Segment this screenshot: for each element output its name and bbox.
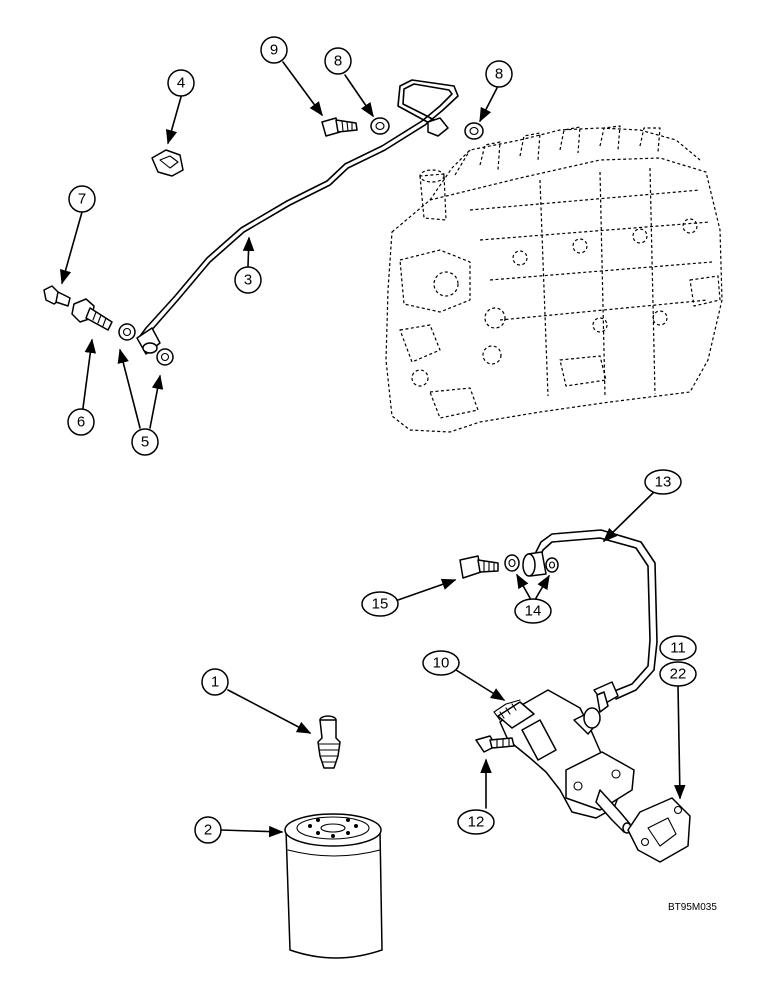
callout-3: 3 — [234, 266, 262, 294]
sealing-washer-5b — [156, 348, 174, 366]
fitting-7 — [43, 285, 71, 307]
callout-label-1: 1 — [211, 674, 219, 691]
callout-label-15: 15 — [372, 596, 389, 613]
callout-label-12: 12 — [468, 814, 485, 831]
sealing-washer-5a — [118, 323, 136, 341]
callout-label-2: 2 — [204, 822, 212, 839]
fuel-pipe-13 — [535, 529, 658, 713]
clamp-4 — [151, 149, 184, 177]
fuel-transfer-pump-10 — [493, 689, 635, 834]
fuel-pipe-3 — [136, 79, 459, 355]
callout-label-5: 5 — [141, 434, 149, 451]
callout-label-9: 9 — [270, 42, 278, 59]
callout-4: 4 — [167, 69, 195, 97]
callout-22: 22 — [659, 661, 697, 687]
callout-5: 5 — [131, 428, 159, 456]
banjo-bolt-9 — [321, 117, 358, 137]
callout-label-8a: 8 — [334, 53, 342, 70]
injection-pump — [385, 125, 723, 433]
gasket-11 — [627, 797, 691, 863]
callout-15: 15 — [361, 591, 399, 617]
callout-label-3: 3 — [244, 272, 252, 289]
banjo-fitting — [522, 551, 547, 577]
callout-8a: 8 — [324, 47, 352, 75]
callout-label-22: 22 — [670, 666, 687, 683]
callout-label-4: 4 — [177, 75, 185, 92]
leader-lines — [59, 61, 686, 838]
callout-label-8b: 8 — [495, 66, 503, 83]
callout-2: 2 — [194, 816, 222, 844]
callout-label-11: 11 — [670, 640, 686, 657]
callout-label-10: 10 — [433, 655, 450, 672]
filter-adapter-1 — [317, 715, 341, 769]
callout-8b: 8 — [485, 60, 513, 88]
callout-11: 11 — [659, 635, 697, 661]
callout-10: 10 — [422, 650, 460, 676]
callout-label-7: 7 — [78, 191, 86, 208]
callout-7: 7 — [68, 185, 96, 213]
callout-6: 6 — [67, 408, 95, 436]
callout-12: 12 — [457, 809, 495, 835]
sealing-washer-8a — [370, 117, 390, 135]
sealing-washers-14 — [504, 554, 559, 573]
sealing-washer-8b — [464, 122, 484, 140]
callout-9: 9 — [260, 36, 288, 64]
callout-14: 14 — [514, 598, 552, 624]
callout-1: 1 — [201, 668, 229, 696]
banjo-bolt-15 — [459, 555, 499, 579]
callout-label-14: 14 — [525, 603, 542, 620]
figure-reference: BT95M035 — [668, 902, 717, 913]
callout-label-6: 6 — [77, 414, 85, 431]
fuel-filter-2 — [284, 813, 383, 959]
banjo-bolt-6 — [71, 298, 113, 331]
callout-13: 13 — [644, 469, 682, 495]
callout-label-13: 13 — [655, 474, 672, 491]
cap-screw-12 — [475, 735, 515, 753]
